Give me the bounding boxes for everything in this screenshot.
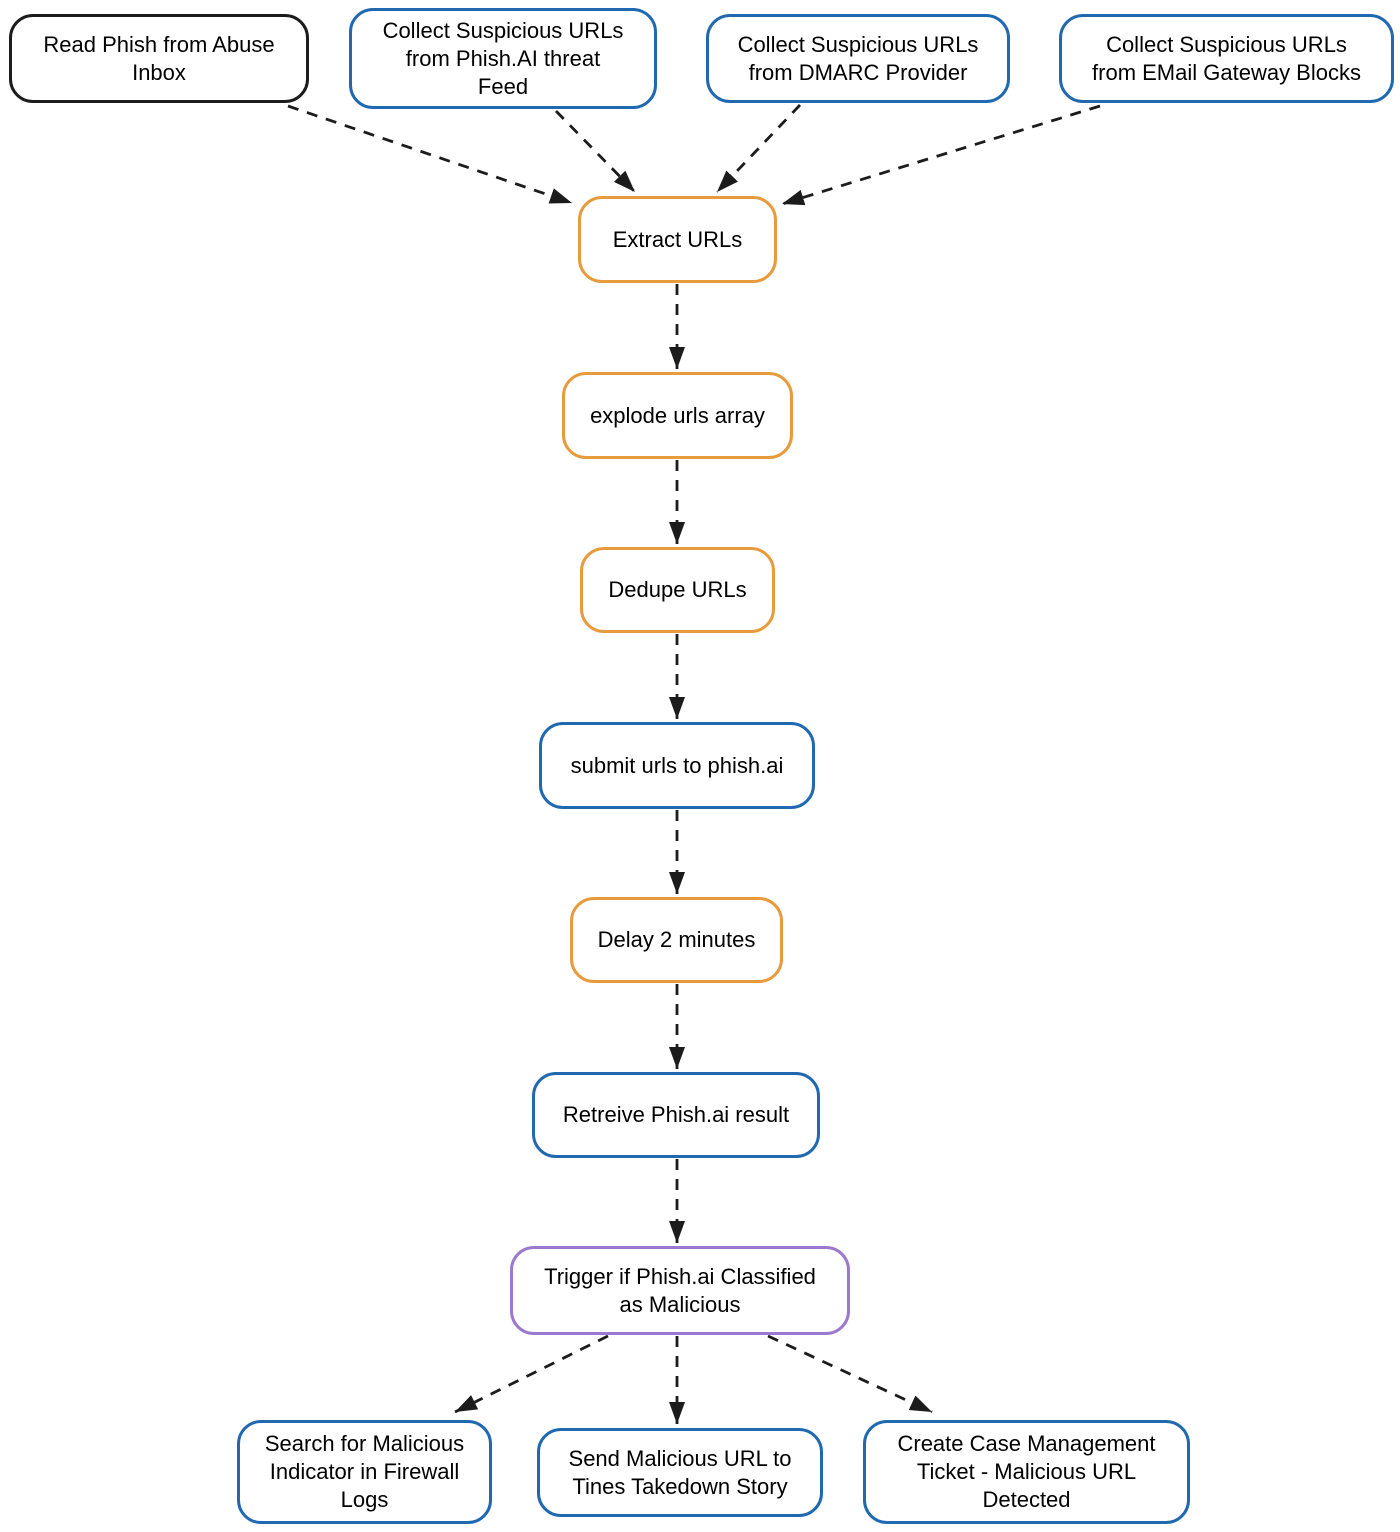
node-send-to-takedown-story: Send Malicious URL to Tines Takedown Sto… bbox=[537, 1428, 823, 1517]
node-label: Dedupe URLs bbox=[608, 577, 747, 602]
edge-email-gateway-to-extract bbox=[781, 104, 1101, 206]
node-delay-2-minutes: Delay 2 minutes bbox=[570, 897, 783, 983]
node-label: submit urls to phish.ai bbox=[570, 752, 784, 778]
node-label: Collect Suspicious URLs from DMARC Provi… bbox=[737, 31, 979, 85]
node-label: Collect Suspicious URLs from Phish.AI th… bbox=[382, 17, 624, 99]
node-trigger-if-malicious: Trigger if Phish.ai Classified as Malici… bbox=[510, 1246, 850, 1335]
node-collect-phishai-threat-feed: Collect Suspicious URLs from Phish.AI th… bbox=[349, 8, 657, 109]
node-label: Create Case Management Ticket - Maliciou… bbox=[897, 1431, 1156, 1512]
node-label: Search for Malicious Indicator in Firewa… bbox=[264, 1431, 465, 1512]
node-label: Delay 2 minutes bbox=[597, 927, 756, 952]
node-label: Collect Suspicious URLs from EMail Gatew… bbox=[1092, 31, 1361, 85]
node-label: Extract URLs bbox=[612, 226, 743, 252]
node-label: Read Phish from Abuse Inbox bbox=[43, 31, 275, 85]
node-retrieve-phishai-result: Retreive Phish.ai result bbox=[532, 1072, 820, 1158]
node-extract-urls: Extract URLs bbox=[578, 196, 777, 283]
node-label: Trigger if Phish.ai Classified as Malici… bbox=[544, 1263, 816, 1317]
node-explode-urls-array: explode urls array bbox=[562, 372, 793, 459]
edge-trigger-to-create bbox=[767, 1334, 933, 1414]
node-submit-urls-to-phishai: submit urls to phish.ai bbox=[539, 722, 815, 809]
edge-dmarc-to-extract bbox=[715, 104, 802, 193]
node-label: explode urls array bbox=[590, 402, 765, 428]
node-collect-dmarc-provider: Collect Suspicious URLs from DMARC Provi… bbox=[706, 14, 1010, 103]
edge-trigger-to-search bbox=[454, 1334, 609, 1414]
edge-read-inbox-to-extract bbox=[287, 104, 573, 205]
node-create-case-ticket: Create Case Management Ticket - Maliciou… bbox=[863, 1420, 1190, 1524]
node-label: Retreive Phish.ai result bbox=[562, 1102, 790, 1127]
node-collect-email-gateway-blocks: Collect Suspicious URLs from EMail Gatew… bbox=[1059, 14, 1394, 103]
node-label: Send Malicious URL to Tines Takedown Sto… bbox=[568, 1445, 792, 1499]
node-read-phish-abuse-inbox: Read Phish from Abuse Inbox bbox=[9, 14, 309, 103]
node-search-firewall-logs: Search for Malicious Indicator in Firewa… bbox=[237, 1420, 492, 1524]
edge-phishai-feed-to-extract bbox=[554, 110, 637, 193]
node-dedupe-urls: Dedupe URLs bbox=[580, 547, 775, 633]
